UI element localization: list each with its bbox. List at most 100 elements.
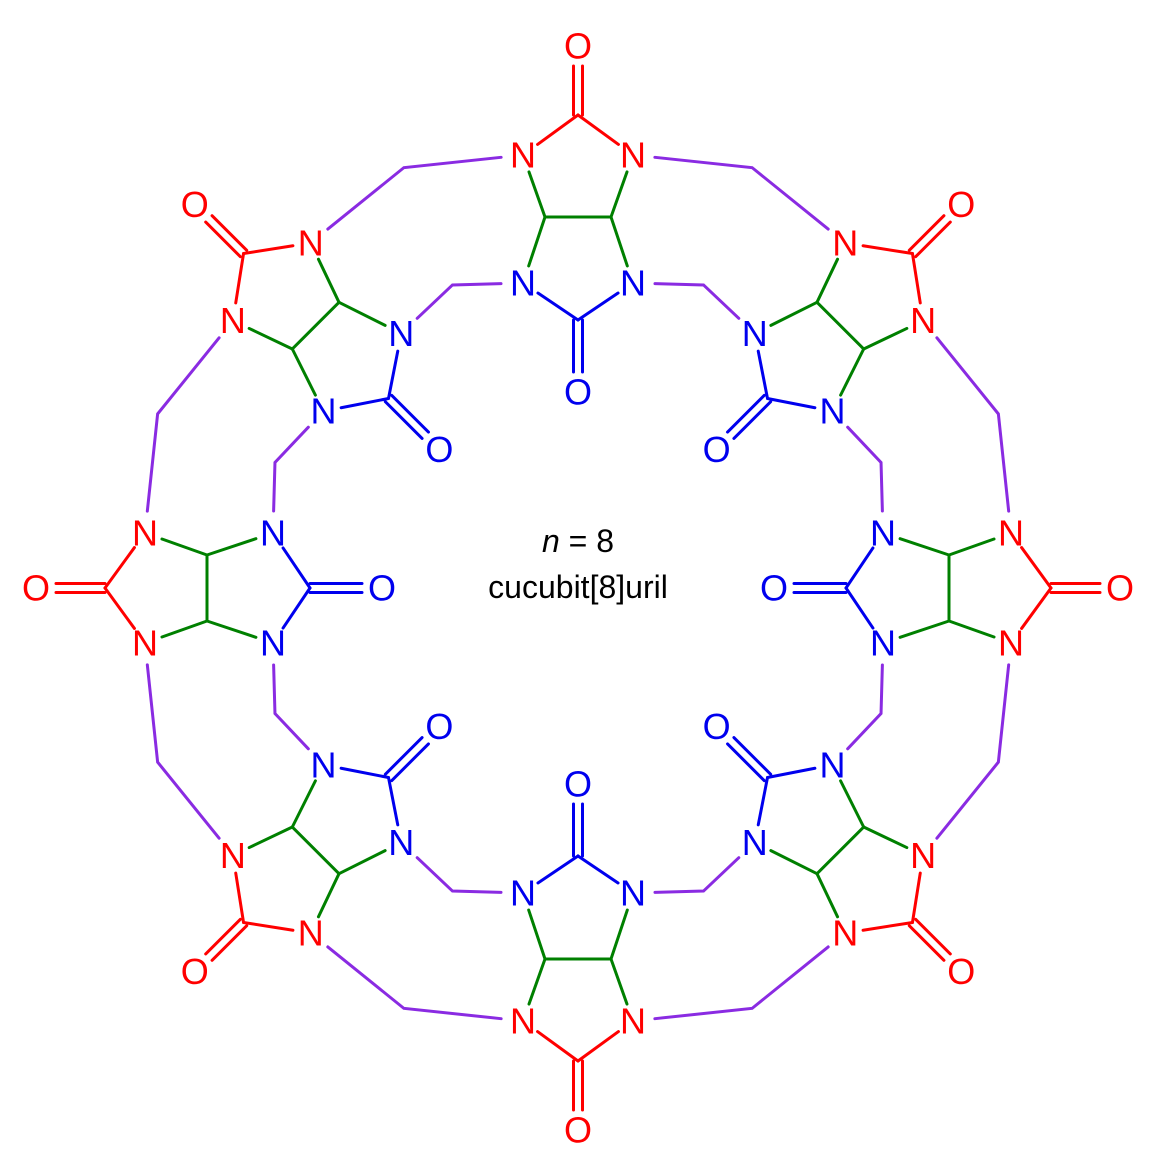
inner-carbonyl-bond xyxy=(383,400,424,440)
outer-nitrogen-label: N xyxy=(220,835,246,876)
inner-methylene-bridge xyxy=(846,425,884,513)
inner-carbonyl-bond xyxy=(383,736,424,776)
fusion-bond xyxy=(247,825,294,850)
outer-ring-bond xyxy=(1020,586,1053,630)
inner-carbonyl-bond xyxy=(732,736,773,776)
outer-nitrogen-label: N xyxy=(132,513,158,554)
outer-nitrogen-label: N xyxy=(910,835,936,876)
outer-ring-bond xyxy=(576,113,620,146)
inner-ring-bond xyxy=(576,854,620,885)
fusion-bond xyxy=(769,300,819,327)
outer-nitrogen-label: N xyxy=(132,623,158,664)
inner-carbonyl-bond xyxy=(726,742,766,783)
outer-methylene-bridge xyxy=(653,945,830,1021)
outer-nitrogen-label: N xyxy=(832,222,858,263)
inner-carbonyl-bond xyxy=(390,393,430,434)
inner-oxygen-label: O xyxy=(564,764,592,805)
inner-ring-bond xyxy=(386,349,400,400)
structure-caption: n = 8 cucubit[8]uril xyxy=(488,523,668,605)
fusion-bond xyxy=(862,326,909,351)
outer-nitrogen-label: N xyxy=(910,300,936,341)
fusion-bond xyxy=(815,300,866,351)
compound-name: cucubit[8]uril xyxy=(488,569,668,605)
outer-nitrogen-label: N xyxy=(298,222,324,263)
outer-ring-bond xyxy=(242,244,295,256)
inner-nitrogen-label: N xyxy=(510,263,536,304)
inner-nitrogen-label: N xyxy=(388,822,414,863)
fusion-bond xyxy=(290,347,317,397)
fusion-bond xyxy=(815,825,866,876)
outer-methylene-bridge xyxy=(145,336,221,513)
outer-oxygen-label: O xyxy=(1106,568,1134,609)
inner-ring-bond xyxy=(766,766,817,780)
outer-carbonyl-bond xyxy=(914,220,952,259)
outer-ring-bond xyxy=(576,1030,620,1063)
inner-ring-bond xyxy=(281,546,312,590)
outer-ring-bond xyxy=(910,871,922,924)
fusion-bond xyxy=(527,170,547,219)
fusion-bond xyxy=(527,957,547,1006)
inner-ring-bond xyxy=(281,586,312,630)
outer-nitrogen-label: N xyxy=(620,135,646,176)
outer-carbonyl-bond xyxy=(907,214,946,252)
outer-carbonyl-bond xyxy=(907,924,946,962)
inner-nitrogen-label: N xyxy=(310,744,336,785)
inner-ring-bond xyxy=(844,546,875,590)
fusion-bond xyxy=(247,326,294,351)
inner-ring-bond xyxy=(756,349,770,400)
fusion-bond xyxy=(947,537,996,557)
fusion-bond xyxy=(862,825,909,850)
inner-ring-bond xyxy=(339,766,390,780)
fusion-bond xyxy=(316,257,341,304)
outer-carbonyl-bond xyxy=(914,917,952,956)
outer-methylene-bridge xyxy=(326,945,503,1021)
inner-nitrogen-label: N xyxy=(620,263,646,304)
outer-ring-bond xyxy=(536,1030,580,1063)
inner-nitrogen-label: N xyxy=(310,391,336,432)
fusion-bond xyxy=(839,779,866,829)
fusion-bond xyxy=(527,908,547,961)
outer-ring-bond xyxy=(861,920,914,932)
outer-ring-bond xyxy=(910,252,922,305)
inner-nitrogen-label: N xyxy=(260,513,286,554)
inner-ring-bond xyxy=(766,396,817,410)
outer-nitrogen-label: N xyxy=(620,1001,646,1042)
outer-ring-bond xyxy=(103,586,136,630)
fusion-bond xyxy=(815,257,840,304)
inner-oxygen-label: O xyxy=(564,372,592,413)
fusion-bond xyxy=(337,300,387,327)
outer-oxygen-label: O xyxy=(181,951,209,992)
inner-carbonyl-bond xyxy=(732,400,773,440)
inner-ring-bond xyxy=(339,396,390,410)
outer-oxygen-label: O xyxy=(181,184,209,225)
inner-nitrogen-label: N xyxy=(820,391,846,432)
inner-carbonyl-bond xyxy=(390,742,430,783)
fusion-bond xyxy=(160,619,209,639)
fusion-bond xyxy=(609,215,629,268)
fusion-bond xyxy=(898,619,951,639)
outer-oxygen-label: O xyxy=(22,568,50,609)
fusion-bond xyxy=(769,849,819,876)
inner-nitrogen-label: N xyxy=(620,873,646,914)
inner-methylene-bridge xyxy=(415,282,503,320)
outer-ring-bond xyxy=(242,920,295,932)
outer-carbonyl-bond xyxy=(204,220,242,259)
inner-methylene-bridge xyxy=(846,663,884,751)
fusion-bond xyxy=(205,619,258,639)
outer-ring-bond xyxy=(1020,546,1053,590)
outer-nitrogen-label: N xyxy=(510,1001,536,1042)
outer-nitrogen-label: N xyxy=(998,623,1024,664)
inner-oxygen-label: O xyxy=(760,568,788,609)
fusion-bond xyxy=(160,537,209,557)
outer-ring-bond xyxy=(103,546,136,590)
outer-ring-bond xyxy=(536,113,580,146)
